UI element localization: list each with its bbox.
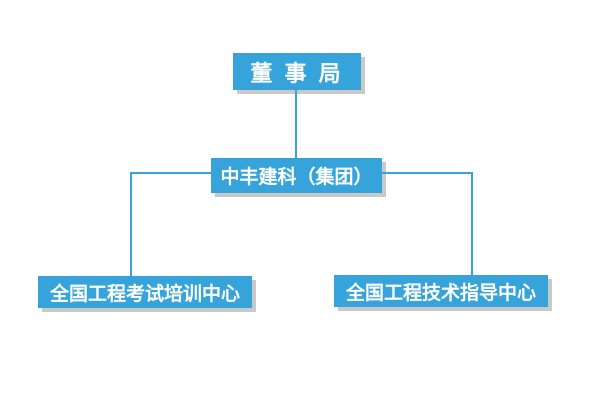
org-node-board-label: 董 事 局 — [250, 60, 344, 86]
connector-group-to-guidance-vertical — [471, 172, 473, 275]
org-node-training-center: 全国工程考试培训中心 — [38, 276, 252, 308]
connector-group-to-guidance-horizontal — [382, 172, 473, 174]
org-node-guidance-center: 全国工程技术指导中心 — [334, 275, 548, 307]
org-node-board: 董 事 局 — [233, 53, 361, 90]
org-node-group-label: 中丰建科（集团） — [220, 167, 373, 188]
connector-board-to-group — [295, 90, 297, 158]
connector-group-to-training-vertical — [130, 172, 132, 276]
org-node-group: 中丰建科（集团） — [211, 158, 382, 193]
org-node-guidance-center-label: 全国工程技术指导中心 — [345, 282, 536, 304]
connector-group-to-training-horizontal — [130, 172, 211, 174]
org-node-training-center-label: 全国工程考试培训中心 — [49, 283, 240, 305]
